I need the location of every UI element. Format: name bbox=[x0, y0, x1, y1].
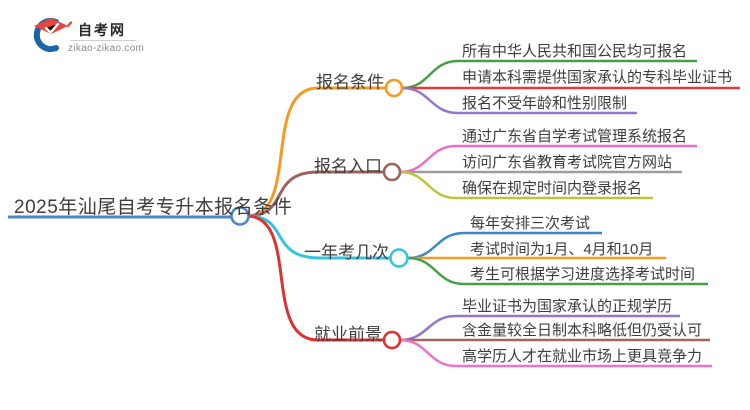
branch-line-signup-entrance bbox=[247, 170, 384, 218]
leaf-node: 通过广东省自学考试管理系统报名 bbox=[462, 128, 688, 145]
branch-line-signup-conditions bbox=[247, 86, 386, 218]
leaf-node: 所有中华人民共和国公民均可报名 bbox=[462, 43, 688, 60]
leaf-node: 高学历人才在就业市场上更具竞争力 bbox=[462, 348, 703, 365]
leaf-line-3-3 bbox=[407, 256, 708, 286]
leaf-node: 访问广东省教育考试院官方网站 bbox=[462, 154, 673, 171]
branch-line-exam-times bbox=[247, 214, 391, 260]
leaf-node: 含金量较全日制本科略低但仍受认可 bbox=[462, 322, 703, 339]
logo-divider bbox=[70, 40, 136, 41]
leaf-line-2-3 bbox=[399, 170, 653, 200]
site-name: 自考网 bbox=[78, 22, 126, 38]
graduation-cap-icon bbox=[33, 18, 72, 52]
leaf-node: 毕业证书为国家承认的正规学历 bbox=[462, 298, 673, 315]
leaf-line-4-3 bbox=[399, 338, 712, 368]
leaf-node: 申请本科需提供国家承认的专科毕业证书 bbox=[462, 69, 733, 86]
leaf-node: 确保在规定时间内登录报名 bbox=[462, 180, 643, 197]
branch-node-circle-4 bbox=[382, 330, 402, 350]
site-logo[interactable]: 自考网 zikao-zikao.com bbox=[26, 12, 156, 56]
leaf-node: 每年安排三次考试 bbox=[470, 215, 591, 232]
central-topic: 2025年汕尾自考专升本报名条件 bbox=[14, 197, 293, 218]
leaf-node: 报名不受年龄和性别限制 bbox=[462, 95, 628, 112]
leaf-node: 考生可根据学习进度选择考试时间 bbox=[470, 266, 696, 283]
leaf-line-1-3 bbox=[401, 86, 637, 115]
branch-label-signup-entrance: 报名入口 bbox=[314, 157, 382, 176]
site-url: zikao-zikao.com bbox=[68, 43, 145, 54]
branch-label-exam-times: 一年考几次 bbox=[304, 243, 389, 262]
branch-node-circle-3 bbox=[389, 248, 409, 268]
central-node-circle bbox=[230, 206, 250, 226]
branch-label-signup-conditions: 报名条件 bbox=[316, 73, 384, 92]
branch-label-job-prospects: 就业前景 bbox=[314, 325, 382, 344]
leaf-node: 考试时间为1月、4月和10月 bbox=[470, 241, 654, 258]
branch-line-job-prospects bbox=[247, 214, 384, 342]
branch-node-circle-2 bbox=[382, 162, 402, 182]
branch-node-circle-1 bbox=[384, 78, 404, 98]
